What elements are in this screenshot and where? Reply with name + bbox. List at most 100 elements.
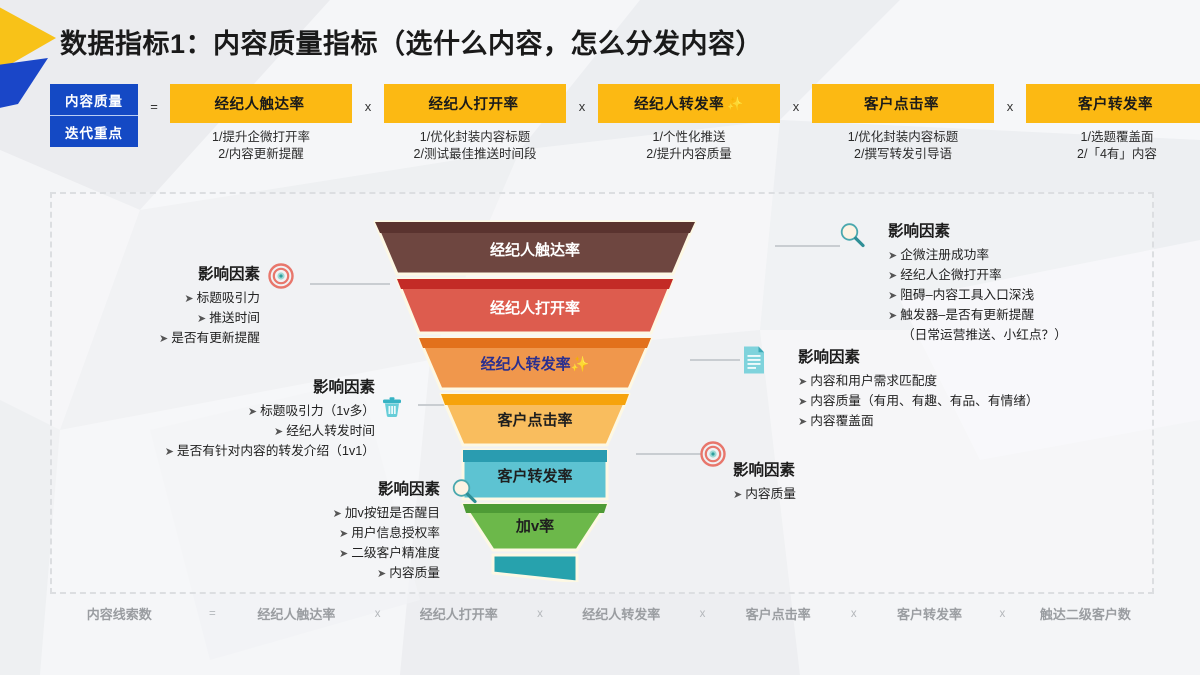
yellow-chevron-shape: [0, 7, 56, 71]
bullet-arrow-icon: ➤: [888, 310, 898, 322]
bullet-arrow-icon: ➤: [338, 548, 349, 560]
annotation-item-text: 经纪人转发时间: [286, 424, 375, 438]
magnifier-icon-bottom-left: [450, 477, 480, 510]
bullet-arrow-icon: ➤: [184, 293, 194, 305]
formula-metric-chip-1[interactable]: 经纪人触达率: [170, 84, 352, 123]
annotation-list: ➤企微注册成功率 ➤经纪人企微打开率 ➤阻碍–内容工具入口深浅 ➤触发器–是否有…: [888, 246, 1158, 345]
annotation-item-text: 内容质量（有用、有趣、有品、有情绪）: [810, 394, 1039, 408]
formula-operator-1: x: [364, 99, 372, 114]
connector-line-bottom-right: [636, 453, 701, 455]
bullet-arrow-icon: ➤: [377, 568, 387, 580]
formula-point: 2/撰写转发引导语: [854, 147, 952, 161]
annotation-item: ➤标题吸引力: [80, 289, 260, 309]
page-title: 数据指标1：内容质量指标（选什么内容，怎么分发内容）: [60, 29, 764, 59]
formula-metric-chip-4[interactable]: 客户点击率: [812, 84, 994, 123]
annotation-item: ➤内容覆盖面: [798, 412, 1098, 432]
formula-equals-sign: =: [150, 99, 158, 114]
annotation-item-text: 用户信息授权率: [351, 526, 440, 540]
formula-points-3: 1/个性化推送 2/提升内容质量: [598, 129, 780, 163]
annotation-item-text: 经纪人企微打开率: [900, 268, 1002, 282]
formula-metric-chip-3[interactable]: 经纪人转发率 ✨: [598, 84, 780, 123]
annotation-item-text: 企微注册成功率: [900, 248, 990, 262]
bottom-formula-term-6: 触达二级客户数: [1039, 607, 1131, 622]
annotation-item: ➤企微注册成功率: [888, 246, 1158, 266]
formula-row-labels: 内容质量 迭代重点: [50, 84, 138, 147]
bullet-arrow-icon: ➤: [733, 489, 743, 501]
formula-points-5: 1/选题覆盖面 2/「4有」内容: [1026, 129, 1200, 163]
bullet-arrow-icon: ➤: [798, 376, 808, 388]
annotation-item-text: 二级客户精准度: [351, 546, 440, 560]
trash-icon-mid-left: [379, 394, 405, 425]
annotation-item: ➤内容和用户需求匹配度: [798, 372, 1098, 392]
annotation-mid-right: 影响因素 ➤内容和用户需求匹配度 ➤内容质量（有用、有趣、有品、有情绪） ➤内容…: [798, 345, 1098, 432]
formula-metric-label-2: 经纪人打开率: [428, 97, 519, 113]
annotation-item-text: 触发器–是否有更新提醒: [900, 308, 1035, 322]
connector-line-mid-right: [690, 359, 740, 361]
bottom-formula-term-2: 经纪人打开率: [419, 607, 498, 622]
formula-point: 2/内容更新提醒: [218, 147, 304, 161]
annotation-note: （日常运营推送、小红点？）: [902, 328, 1067, 342]
annotation-bottom-left: 影响因素 ➤加v按钮是否醒目 ➤用户信息授权率 ➤二级客户精准度 ➤内容质量: [215, 477, 440, 584]
annotation-heading: 影响因素: [312, 379, 375, 396]
formula-point: 1/提升企微打开率: [212, 130, 310, 144]
formula-column-2: 经纪人打开率 1/优化封装内容标题 2/测试最佳推送时间段: [384, 84, 566, 163]
funnel-stem: [491, 553, 579, 582]
annotation-mid-left: 影响因素 ➤标题吸引力（1v多） ➤经纪人转发时间 ➤是否有针对内容的转发介绍（…: [95, 375, 375, 462]
formula-column-1: 经纪人触达率 1/提升企微打开率 2/内容更新提醒: [170, 84, 352, 163]
formula-metric-label-1: 经纪人触达率: [214, 97, 305, 113]
bottom-formula-term-3: 经纪人转发率: [582, 607, 661, 622]
bottom-formula-operator-3: x: [699, 607, 706, 620]
annotation-heading: 影响因素: [798, 349, 861, 366]
annotation-item: ➤二级客户精准度: [215, 544, 440, 564]
formula-metric-chip-5[interactable]: 客户转发率: [1026, 84, 1200, 123]
magnifier-icon-top-right: [838, 221, 868, 254]
annotation-item: ➤是否有更新提醒: [80, 329, 260, 349]
formula-label-content-quality: 内容质量: [50, 84, 138, 116]
formula-column-4: 客户点击率 1/优化封装内容标题 2/撰写转发引导语: [812, 84, 994, 163]
bullet-arrow-icon: ➤: [247, 406, 258, 418]
annotation-list: ➤加v按钮是否醒目 ➤用户信息授权率 ➤二级客户精准度 ➤内容质量: [215, 504, 440, 584]
annotation-item: ➤加v按钮是否醒目: [215, 504, 440, 524]
annotation-item: ➤经纪人企微打开率: [888, 266, 1158, 286]
bullet-arrow-icon: ➤: [332, 508, 342, 520]
annotation-item-text: 加v按钮是否醒目: [344, 506, 440, 520]
annotation-top-right: 影响因素 ➤企微注册成功率 ➤经纪人企微打开率 ➤阻碍–内容工具入口深浅 ➤触发…: [888, 219, 1158, 345]
annotation-list: ➤标题吸引力 ➤推送时间 ➤是否有更新提醒: [80, 289, 260, 349]
annotation-item-text: 是否有针对内容的转发介绍（1v1）: [176, 444, 375, 458]
annotation-item-text: 是否有更新提醒: [171, 331, 260, 345]
formula-point: 2/「4有」内容: [1077, 147, 1157, 161]
bullet-arrow-icon: ➤: [798, 416, 808, 428]
annotation-list: ➤内容质量: [733, 485, 933, 505]
bullet-arrow-icon: ➤: [888, 250, 898, 262]
annotation-item: ➤阻碍–内容工具入口深浅: [888, 286, 1158, 306]
target-icon-bottom-right: [700, 441, 726, 472]
blue-parallelogram-shape: [0, 58, 48, 108]
formula-metric-label-4: 客户点击率: [864, 97, 939, 113]
bullet-arrow-icon: ➤: [338, 528, 349, 540]
formula-points-4: 1/优化封装内容标题 2/撰写转发引导语: [812, 129, 994, 163]
connector-line-top-left: [310, 283, 390, 285]
bottom-formula-operator-4: x: [850, 607, 857, 620]
bottom-formula-operator-5: x: [999, 607, 1006, 620]
formula-operator-2: x: [578, 99, 586, 114]
target-icon-top-left: [268, 263, 294, 294]
formula-strip: 内容质量 迭代重点 = 经纪人触达率 1/提升企微打开率 2/内容更新提醒 x …: [50, 84, 1200, 163]
formula-point: 1/优化封装内容标题: [847, 130, 959, 144]
annotation-bottom-right: 影响因素 ➤内容质量: [733, 458, 933, 505]
formula-points-2: 1/优化封装内容标题 2/测试最佳推送时间段: [384, 129, 566, 163]
annotation-item: ➤内容质量: [733, 485, 933, 505]
annotation-item-text: 阻碍–内容工具入口深浅: [900, 288, 1035, 302]
annotation-item: ➤触发器–是否有更新提醒: [888, 306, 1158, 326]
annotation-item-text: 内容质量: [389, 566, 440, 580]
formula-point: 2/提升内容质量: [646, 147, 732, 161]
annotation-item: ➤用户信息授权率: [215, 524, 440, 544]
formula-metric-label-3: 经纪人转发率: [634, 97, 725, 113]
decorative-corner-shapes: [0, 0, 130, 130]
formula-point: 1/优化封装内容标题: [419, 130, 531, 144]
annotation-heading: 影响因素: [377, 481, 440, 498]
annotation-item: ➤内容质量（有用、有趣、有品、有情绪）: [798, 392, 1098, 412]
formula-metric-chip-2[interactable]: 经纪人打开率: [384, 84, 566, 123]
annotation-heading: 影响因素: [888, 223, 951, 240]
bottom-formula-operator-1: x: [374, 607, 381, 620]
annotation-item: ➤内容质量: [215, 564, 440, 584]
